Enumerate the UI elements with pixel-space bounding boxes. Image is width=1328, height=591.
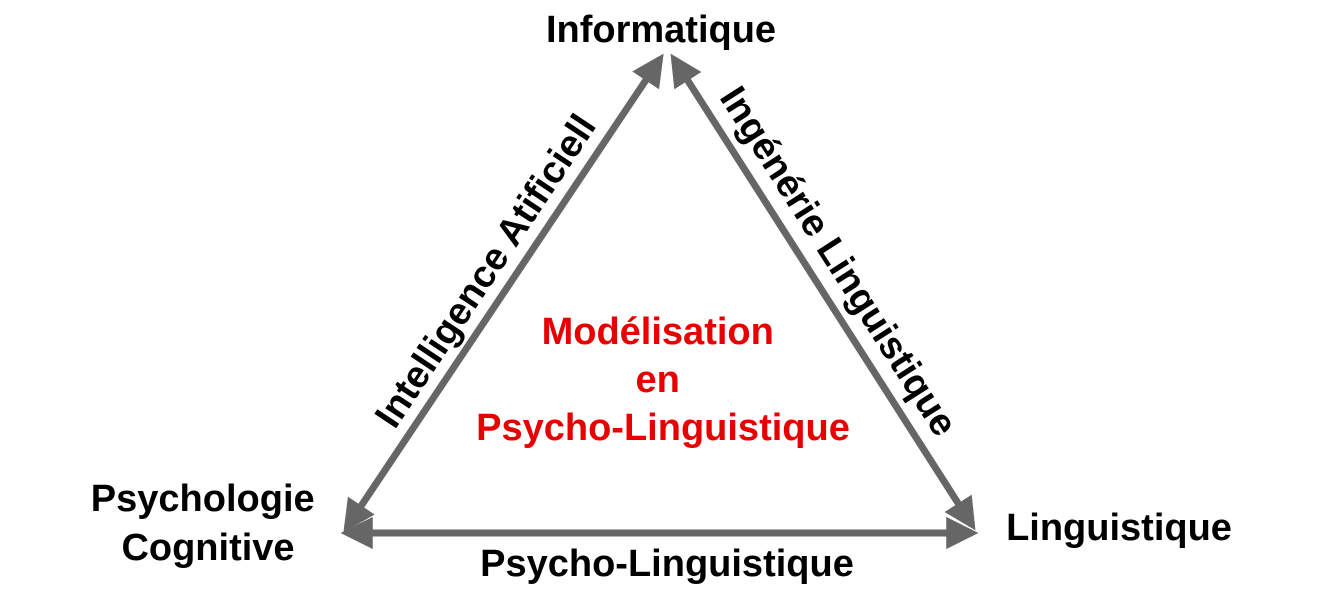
node-informatique: Informatique [546, 9, 776, 51]
center-line1: Modélisation [542, 311, 774, 353]
node-left-line1: Psychologie [91, 478, 315, 520]
edge-left-arrow [343, 53, 664, 533]
node-psychologie-cognitive: Psychologie Cognitive [91, 478, 325, 569]
center-line2: en [636, 359, 680, 401]
edge-label-right: Ingénérie Linguistique [711, 79, 965, 443]
edge-label-bottom: Psycho-Linguistique [480, 543, 854, 585]
center-label: Modélisation en Psycho-Linguistique [476, 311, 850, 449]
node-left-line2: Cognitive [121, 527, 294, 569]
center-line3: Psycho-Linguistique [476, 407, 850, 449]
edge-right-arrow [670, 53, 976, 531]
edge-label-left: Intelligence Atificiell [367, 107, 605, 435]
node-linguistique: Linguistique [1006, 507, 1232, 549]
